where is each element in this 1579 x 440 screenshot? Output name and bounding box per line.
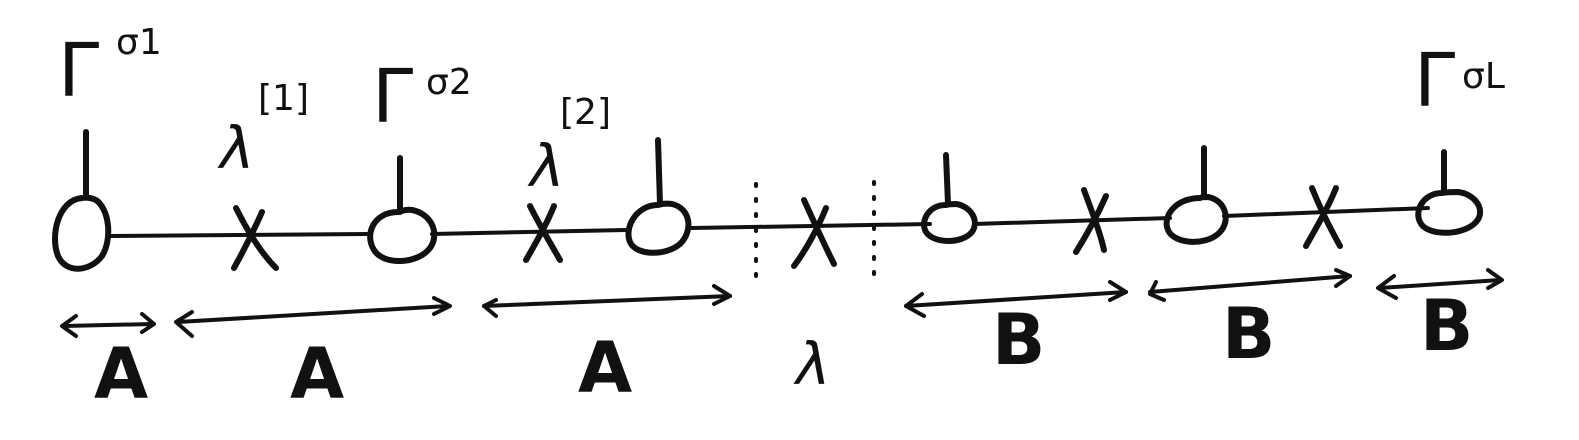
site-tensor-2 [367, 155, 438, 265]
block-label-A2: A [290, 333, 344, 415]
cut-lambda-label: λ [793, 330, 830, 398]
block-arrow-B1 [904, 280, 1128, 318]
gamma-symbol: Γ [372, 54, 413, 140]
block-label-A1: A [94, 333, 148, 415]
gamma-symbol: Γ [1414, 38, 1455, 124]
block-label-B1: B [992, 299, 1045, 381]
gamma-symbol: Γ [58, 28, 99, 114]
block-arrow-B3 [1376, 268, 1504, 300]
lambda-exponent: [2] [560, 92, 611, 133]
bond-label-1: λ [1] [217, 78, 309, 182]
block-label-B2: B [1222, 293, 1275, 375]
block-arrow-A2 [174, 296, 452, 338]
bond-matrix-2 [523, 203, 563, 263]
lambda-symbol: λ [527, 132, 564, 200]
block-label-B3: B [1420, 285, 1473, 367]
site-label-L: Γ σL [1414, 38, 1505, 124]
site-label-1: Γ σ1 [58, 22, 162, 114]
site-label-2: Γ σ2 [372, 54, 472, 140]
bond-matrix-4 [1073, 187, 1109, 255]
block-arrow-B2 [1148, 268, 1352, 302]
sigma-exponent: σ1 [116, 22, 162, 63]
site-tensor-3 [625, 137, 692, 256]
bond-matrix-cut [791, 197, 837, 269]
sigma-exponent: σ2 [426, 62, 472, 103]
bond-label-2: λ [2] [527, 92, 611, 200]
sigma-exponent: σL [1462, 56, 1505, 97]
bond-matrix-1 [231, 205, 279, 271]
block-arrow-A3 [482, 284, 732, 318]
chain-line [106, 206, 1430, 238]
site-tensor-1 [52, 129, 112, 272]
block-label-A3: A [578, 327, 632, 409]
lambda-symbol: λ [217, 114, 254, 182]
site-tensor-4 [921, 152, 978, 244]
site-tensor-L [1415, 149, 1483, 236]
bond-matrix-5 [1303, 185, 1343, 249]
lambda-exponent: [1] [258, 78, 309, 119]
site-tensor-5 [1163, 145, 1229, 245]
block-arrow-A1 [60, 312, 156, 338]
